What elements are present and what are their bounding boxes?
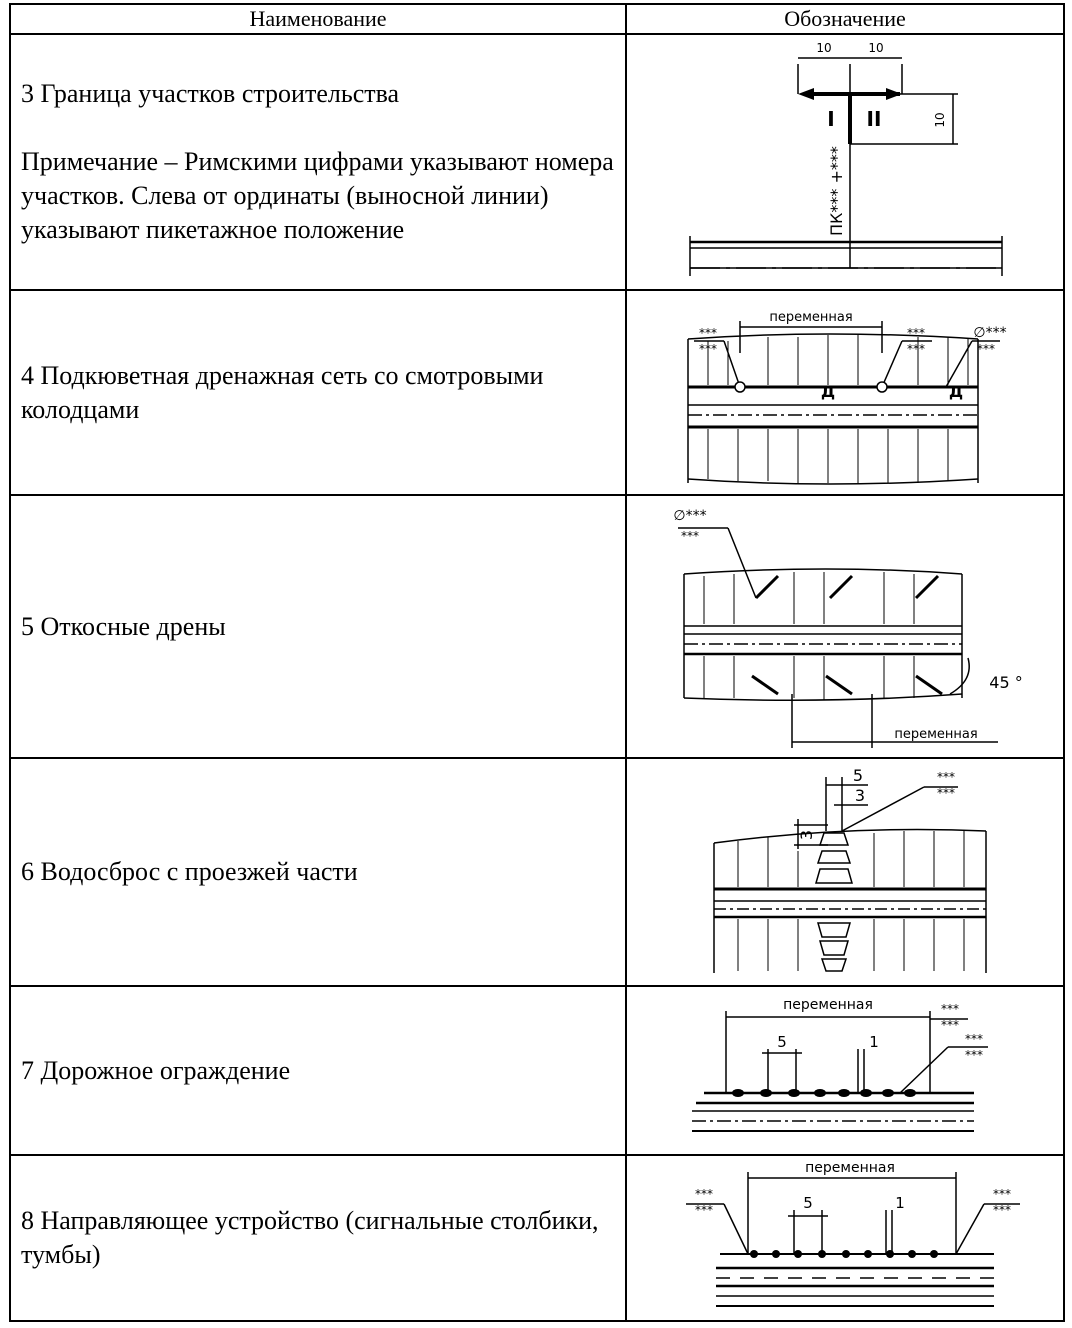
table-row: 5 Откосные дрены [9, 494, 1065, 759]
picket-label: ПК*** +*** [827, 146, 846, 236]
stars-label: *** [907, 326, 925, 340]
drain-marker-label: Д [821, 382, 835, 401]
row-title: 6 Водосброс с проезжей части [21, 857, 358, 886]
stars-label: *** [699, 326, 717, 340]
drainage-network-symbol: переменная Д Д *** *** *** *** ∅*** *** [687, 310, 1007, 485]
legend-table: Наименование Обозначение 3 Граница участ… [9, 3, 1065, 1322]
row-name-cell: 4 Подкюветная дренажная сеть со смотровы… [9, 289, 627, 496]
stars-label: *** [941, 1002, 959, 1016]
row-symbol-cell: переменная 5 1 *** *** *** *** [625, 1154, 1065, 1322]
dim-3-label: 3 [855, 786, 865, 805]
stars-label: *** [695, 1187, 713, 1201]
span-label: переменная [769, 310, 852, 325]
stars-label: *** [993, 1187, 1011, 1201]
stars-label: *** [965, 1032, 983, 1046]
row-symbol-cell: ∅*** *** 45 ° переменная [625, 494, 1065, 759]
stars-label: *** [941, 1018, 959, 1032]
dim-3-side-label: 3 [797, 830, 816, 840]
row-name-cell: 7 Дорожное ограждение [9, 985, 627, 1156]
row-symbol-cell: 10 10 10 I II ПК*** +*** [625, 33, 1065, 291]
dim-5-label: 5 [777, 1033, 787, 1051]
dim-5-label: 5 [853, 766, 863, 785]
span-label: переменная [783, 997, 873, 1013]
row-symbol-cell: 5 3 3 *** *** [625, 757, 1065, 987]
table-row: 8 Направляющее устройство (сигнальные ст… [9, 1154, 1065, 1322]
guide-device-symbol: переменная 5 1 *** *** *** *** [686, 1160, 1020, 1307]
span-label: переменная [805, 1160, 895, 1176]
span-label: переменная [894, 727, 977, 742]
table-row: 6 Водосброс с проезжей части [9, 757, 1065, 987]
stars-label: *** [907, 342, 925, 356]
stars-label: *** [977, 342, 995, 356]
header-symbol: Обозначение [625, 3, 1065, 35]
row-title: 8 Направляющее устройство (сигнальные ст… [21, 1206, 599, 1269]
table-header-row: Наименование Обозначение [9, 3, 1065, 35]
row-note: Примечание – Римскими цифрами указывают … [21, 147, 614, 244]
section-left-label: I [827, 107, 834, 131]
stars-label: *** [937, 786, 955, 800]
dim-5-label: 5 [803, 1194, 813, 1212]
table-row: 3 Граница участков строительства Примеча… [9, 33, 1065, 291]
dim-right-label: 10 [868, 41, 883, 55]
drain-marker-label: Д [949, 382, 963, 401]
header-name: Наименование [9, 3, 627, 35]
dim-1-label: 1 [869, 1033, 879, 1051]
row-name-cell: 3 Граница участков строительства Примеча… [9, 33, 627, 291]
road-barrier-symbol: переменная 5 1 *** *** *** *** [692, 997, 988, 1132]
row-name-cell: 8 Направляющее устройство (сигнальные ст… [9, 1154, 627, 1322]
row-title: 4 Подкюветная дренажная сеть со смотровы… [21, 360, 544, 424]
table-row: 4 Подкюветная дренажная сеть со смотровы… [9, 289, 1065, 496]
dim-left-label: 10 [816, 41, 831, 55]
stars-label: *** [937, 770, 955, 784]
row-name-cell: 6 Водосброс с проезжей части [9, 757, 627, 987]
row-title: 7 Дорожное ограждение [21, 1055, 291, 1085]
diameter-label: ∅*** [673, 508, 706, 524]
angle-label: 45 ° [989, 673, 1022, 692]
row-title: 3 Граница участков строительства [21, 79, 400, 108]
dim-vertical-label: 10 [933, 112, 947, 127]
stars-label: *** [695, 1203, 713, 1217]
row-symbol-cell: переменная Д Д *** *** *** *** ∅*** *** [625, 289, 1065, 496]
row-symbol-cell: переменная 5 1 *** *** *** *** [625, 985, 1065, 1156]
diameter-label: ∅*** [973, 325, 1006, 341]
stars-label: *** [993, 1203, 1011, 1217]
water-outlet-symbol: 5 3 3 *** *** [713, 766, 987, 973]
row-title: 5 Откосные дрены [21, 611, 226, 641]
section-right-label: II [867, 107, 882, 131]
slope-drains-symbol: ∅*** *** 45 ° переменная [673, 508, 1023, 748]
dim-1-label: 1 [895, 1194, 905, 1212]
row-name-cell: 5 Откосные дрены [9, 494, 627, 759]
section-boundary-symbol: 10 10 10 I II ПК*** +*** [689, 41, 1003, 276]
stars-label: *** [699, 342, 717, 356]
table-row: 7 Дорожное ограждение [9, 985, 1065, 1156]
stars-label: *** [681, 529, 699, 543]
stars-label: *** [965, 1048, 983, 1062]
